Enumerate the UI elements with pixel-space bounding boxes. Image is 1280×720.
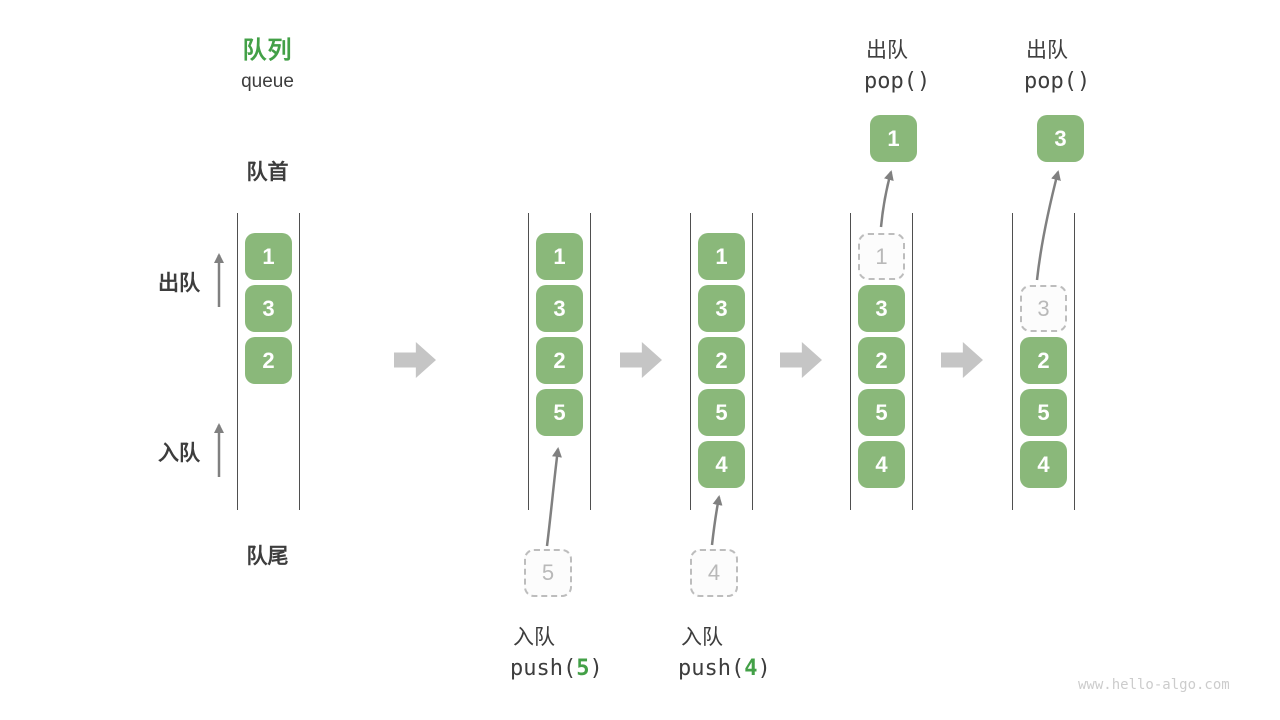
- push-code-arg: 4: [744, 656, 758, 681]
- queue-cell: 5: [698, 389, 745, 436]
- push-code: push(4): [678, 656, 771, 681]
- push-code-post: ): [757, 656, 771, 681]
- push-label-zh: 入队: [681, 626, 723, 649]
- popped-element: 1: [870, 115, 917, 162]
- diagram-title-en: queue: [241, 71, 294, 92]
- step-arrow-icon: [780, 342, 822, 378]
- queue-cell: 5: [1020, 389, 1067, 436]
- step-arrow-icon: [394, 342, 436, 378]
- enqueue-side-label: 入队: [158, 442, 200, 465]
- queue-cell: 3: [698, 285, 745, 332]
- queue-cell: 4: [1020, 441, 1067, 488]
- staged-element: 4: [690, 549, 738, 597]
- queue-cell: 3: [536, 285, 583, 332]
- queue-cell: 5: [858, 389, 905, 436]
- pop-label-zh: 出队: [1026, 39, 1068, 62]
- queue-cell-ghost: 1: [858, 233, 905, 280]
- staged-element: 5: [524, 549, 572, 597]
- push-code-pre: push(: [510, 656, 577, 681]
- push-code-post: ): [589, 656, 603, 681]
- push-code-arg: 5: [576, 656, 590, 681]
- queue-cell: 4: [858, 441, 905, 488]
- queue-state-2: 1 3 2 5: [528, 213, 591, 510]
- queue-cell: 2: [698, 337, 745, 384]
- pop-code: pop(): [1024, 69, 1091, 94]
- queue-state-1: 1 3 2: [237, 213, 300, 510]
- watermark: www.hello-algo.com: [1078, 677, 1230, 693]
- queue-cell: 1: [536, 233, 583, 280]
- queue-cell: 1: [245, 233, 292, 280]
- queue-state-3: 1 3 2 5 4: [690, 213, 753, 510]
- pop-label-zh: 出队: [866, 39, 908, 62]
- diagram-title-zh: 队列: [242, 37, 293, 64]
- queue-cell: 5: [536, 389, 583, 436]
- queue-state-5: 3 2 5 4: [1012, 213, 1075, 510]
- queue-cell: 2: [858, 337, 905, 384]
- step-arrow-icon: [941, 342, 983, 378]
- pop-code: pop(): [864, 69, 931, 94]
- queue-cell: 4: [698, 441, 745, 488]
- queue-state-4: 1 3 2 5 4: [850, 213, 913, 510]
- queue-cell: 3: [245, 285, 292, 332]
- dequeue-side-label: 出队: [158, 272, 200, 295]
- queue-cell: 2: [1020, 337, 1067, 384]
- push-code: push(5): [510, 656, 603, 681]
- queue-cell: 1: [698, 233, 745, 280]
- push-code-pre: push(: [678, 656, 745, 681]
- push-label-zh: 入队: [513, 626, 555, 649]
- step-arrow-icon: [620, 342, 662, 378]
- queue-cell: 3: [858, 285, 905, 332]
- queue-rear-label: 队尾: [246, 545, 289, 568]
- queue-front-label: 队首: [246, 161, 289, 184]
- queue-cell-ghost: 3: [1020, 285, 1067, 332]
- queue-cell: 2: [536, 337, 583, 384]
- popped-element: 3: [1037, 115, 1084, 162]
- queue-cell: 2: [245, 337, 292, 384]
